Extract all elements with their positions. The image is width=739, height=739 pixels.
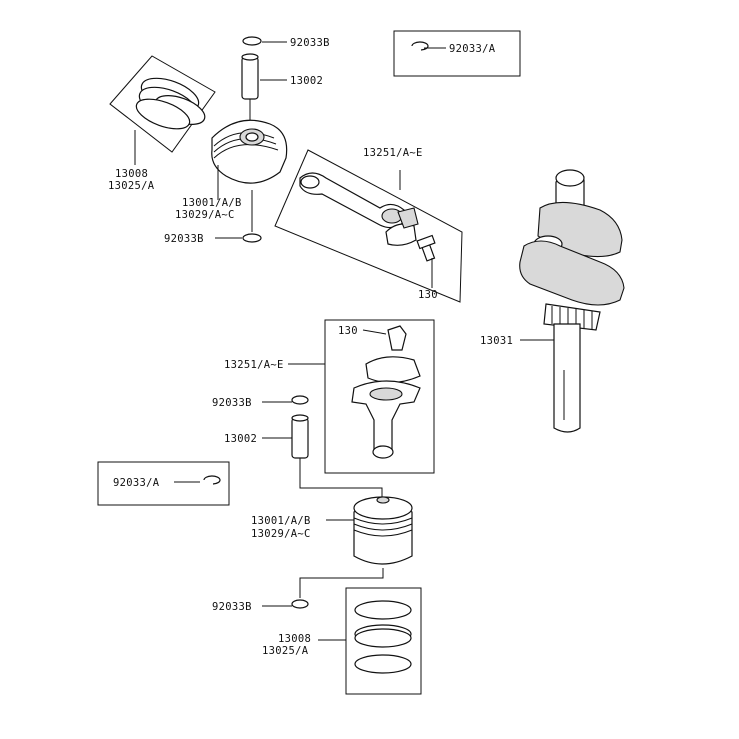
- mid-box-circlip: [203, 475, 221, 485]
- bot-circlip-group: 92033B: [212, 599, 309, 613]
- top-lower-circlip-group: 92033B: [164, 233, 262, 245]
- mid-conrod-box: [324, 319, 435, 474]
- bot-piston-rings-group: 13008 13025/A: [262, 587, 422, 695]
- label-mid-circlip: 92033B: [212, 397, 252, 409]
- label-top-piston-b: 13029/A~C: [175, 209, 235, 221]
- label-mid-pin: 13002: [224, 433, 257, 445]
- label-top-lower-circlip: 92033B: [164, 233, 204, 245]
- top-conrod-group: 13251/A~E 130: [274, 147, 463, 303]
- label-bot-circlip: 92033B: [212, 601, 252, 613]
- label-top-circlip: 92033B: [290, 37, 330, 49]
- bot-ring-3: [354, 628, 412, 648]
- bot-ring-1: [354, 600, 412, 620]
- top-circlip-box: [393, 30, 521, 77]
- label-top-conrod: 13251/A~E: [363, 147, 423, 159]
- mid-conrod-group: 130 13251/A~E: [224, 319, 435, 474]
- top-ring-4: [135, 98, 191, 130]
- bot-rings-box: [345, 587, 422, 695]
- top-circlip-group: 92033B: [242, 36, 330, 49]
- label-mid-conrod: 13251/A~E: [224, 359, 284, 371]
- mid-piston-group: 13001/A/B 13029/A~C: [251, 496, 413, 598]
- crankshaft-web-lower: [519, 240, 625, 306]
- label-top-pin: 13002: [290, 75, 323, 87]
- crankshaft-group: 13031: [480, 169, 625, 433]
- label-mid-piston-a: 13001/A/B: [251, 515, 311, 527]
- mid-conrod-bolt: [387, 325, 407, 351]
- label-top-box-circlip: 92033/A: [449, 43, 496, 55]
- label-top-rings-b: 13025/A: [108, 180, 155, 192]
- mid-circlip: [291, 395, 309, 405]
- bot-circlip: [291, 599, 309, 609]
- label-crankshaft: 13031: [480, 335, 513, 347]
- bot-ring-4: [354, 654, 412, 674]
- mid-piston-pin: [291, 417, 309, 459]
- top-rings-box: [109, 55, 216, 153]
- label-bot-rings-a: 13008: [278, 633, 311, 645]
- mid-circlip-box-group: 92033/A: [97, 461, 230, 506]
- top-piston-group: 13001/A/B 13029/A~C: [175, 119, 288, 232]
- mid-circlip-box: [97, 461, 230, 506]
- top-conrod-cap: [385, 223, 417, 246]
- label-top-bolt: 130: [418, 289, 438, 301]
- top-box-circlip: [411, 41, 429, 51]
- top-pin-group: 13002: [241, 53, 323, 125]
- top-circlip-box-group: 92033/A: [393, 30, 521, 77]
- crankshaft-shaft: [553, 323, 581, 433]
- mid-conrod-cap: [365, 356, 421, 384]
- label-mid-piston-b: 13029/A~C: [251, 528, 311, 540]
- label-mid-box-circlip: 92033/A: [113, 477, 160, 489]
- top-circlip: [242, 36, 262, 46]
- top-lower-circlip: [242, 233, 262, 243]
- mid-pin-group: 13002: [224, 414, 383, 500]
- top-piston-rings-group: 13008 13025/A: [108, 55, 216, 192]
- label-top-piston-a: 13001/A/B: [182, 197, 242, 209]
- label-mid-bolt: 130: [338, 325, 358, 337]
- label-top-rings-a: 13008: [115, 168, 148, 180]
- mid-circlip-group: 92033B: [212, 395, 309, 409]
- top-piston-pin: [241, 56, 259, 100]
- label-bot-rings-b: 13025/A: [262, 645, 309, 657]
- top-conrod-box: [274, 149, 463, 303]
